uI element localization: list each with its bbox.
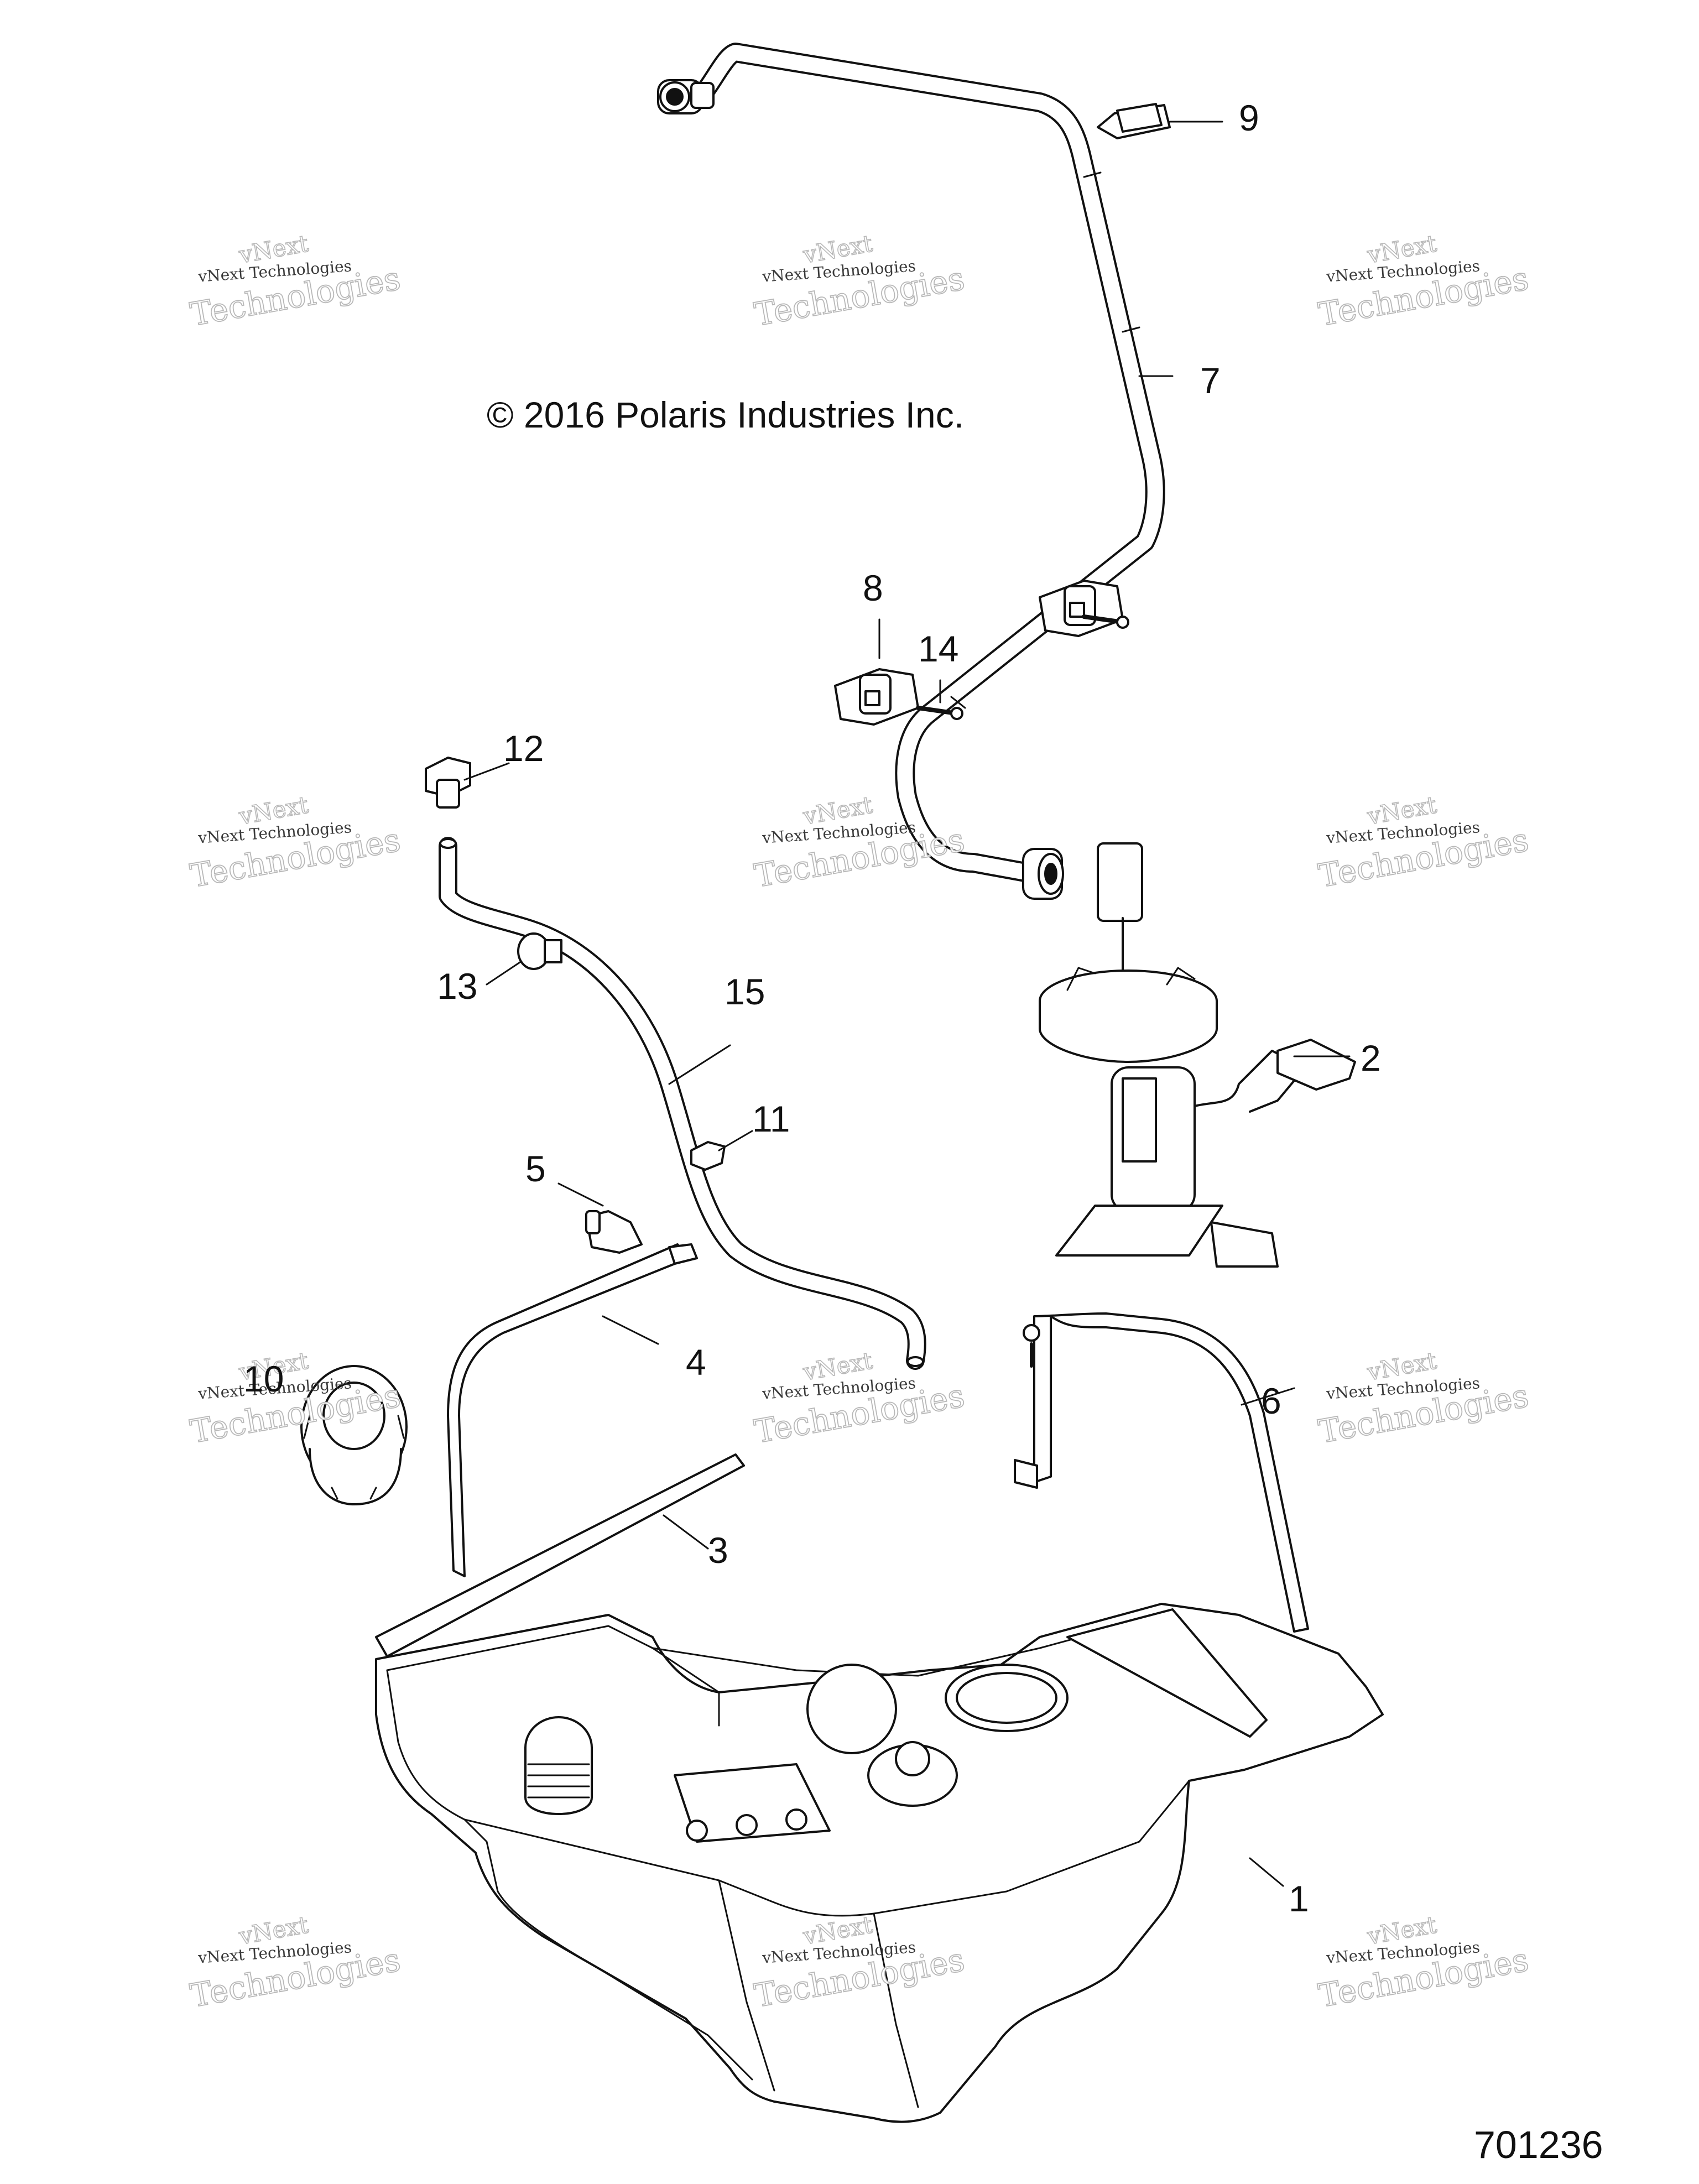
pad-part-3: [375, 1453, 745, 1657]
callout-12: 12: [503, 728, 544, 769]
clip-part-8: [834, 618, 919, 726]
callout-11: 11: [752, 1098, 790, 1139]
callout-3: 3: [708, 1530, 728, 1571]
callout-7: 7: [1200, 360, 1221, 401]
drawing-number: 701236: [1474, 2123, 1603, 2166]
callout-10: 10: [243, 1358, 284, 1399]
fuel-pump-part-2: [1039, 842, 1356, 1268]
callout-9: 9: [1239, 97, 1259, 138]
callout-4: 4: [686, 1342, 706, 1383]
tie-part-14: [916, 614, 1129, 720]
strap-part-4: [447, 1243, 698, 1577]
callout-5: 5: [525, 1148, 546, 1189]
vent-valve-part-12: [425, 757, 510, 809]
clip-part-8-second: [1039, 580, 1124, 637]
callout-8: 8: [863, 567, 883, 608]
fuel-line-part-7: [657, 43, 1165, 900]
screw-part-11: [690, 1130, 753, 1171]
callout-13: 13: [437, 966, 478, 1007]
callout-6: 6: [1261, 1380, 1281, 1421]
vent-hose-part-15: [439, 837, 926, 1370]
hose-clamp-part-13: [486, 932, 562, 986]
copyright-notice: © 2016 Polaris Industries Inc.: [487, 394, 965, 435]
fuel-cap-part-10: [300, 1365, 408, 1505]
fitting-part-5: [557, 1182, 643, 1254]
callout-15: 15: [725, 971, 765, 1012]
clip-part-9: [1097, 103, 1223, 139]
callout-2: 2: [1361, 1038, 1381, 1078]
callout-14: 14: [918, 628, 959, 669]
fuel-tank-part-1: [375, 1603, 1384, 2123]
callout-1: 1: [1289, 1878, 1309, 1919]
strap-part-6: [1014, 1312, 1309, 1633]
